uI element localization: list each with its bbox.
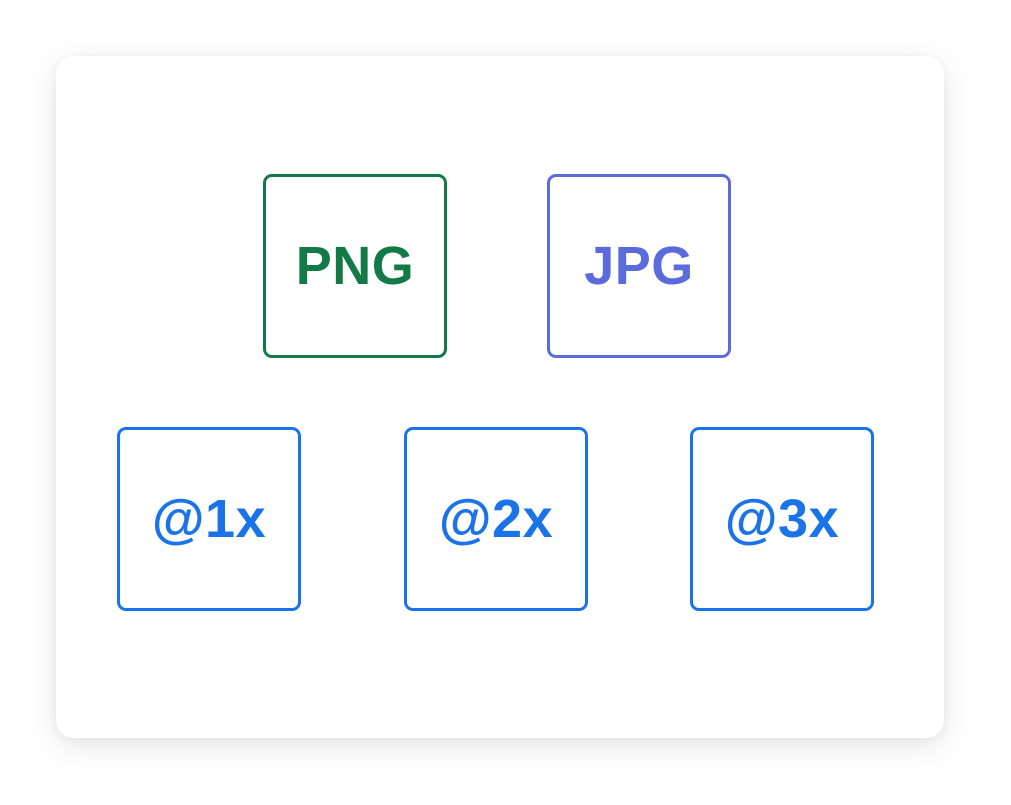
format-label-jpg: JPG — [584, 236, 694, 296]
format-option-jpg[interactable]: JPG — [547, 174, 731, 358]
format-label-png: PNG — [295, 236, 415, 296]
scale-option-1x[interactable]: @1x — [117, 427, 301, 611]
format-option-png[interactable]: PNG — [263, 174, 447, 358]
scale-label-2x: @2x — [438, 489, 554, 549]
scale-option-2x[interactable]: @2x — [404, 427, 588, 611]
export-options-card: PNG JPG @1x @2x @3x — [56, 56, 944, 738]
scale-label-3x: @3x — [724, 489, 840, 549]
scale-option-3x[interactable]: @3x — [690, 427, 874, 611]
scale-label-1x: @1x — [151, 489, 267, 549]
